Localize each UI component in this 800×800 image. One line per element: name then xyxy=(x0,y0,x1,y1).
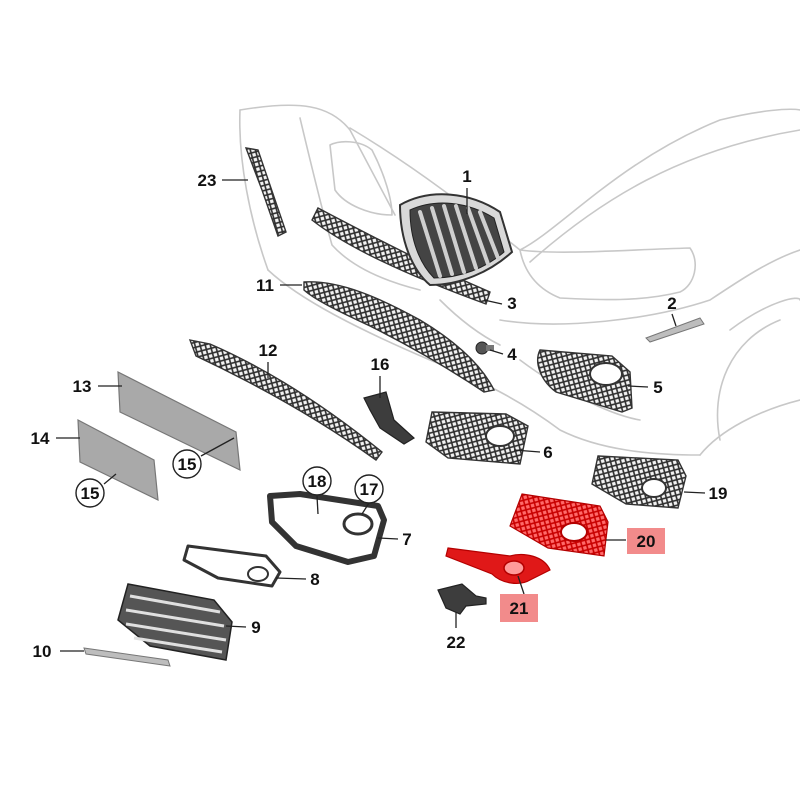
callout-16: 16 xyxy=(371,355,390,374)
part-14-plate-holder xyxy=(77,418,159,502)
callout-2: 2 xyxy=(667,294,676,313)
callout-labels: 1 2 3 4 5 6 7 8 9 10 11 12 13 14 15 15 1… xyxy=(31,167,728,661)
callout-17: 17 xyxy=(360,480,379,499)
part-1-kidney-grille xyxy=(398,193,514,287)
callout-7: 7 xyxy=(402,530,411,549)
part-22-cap xyxy=(437,583,487,615)
callout-22: 22 xyxy=(447,633,466,652)
part-23-side-grille xyxy=(244,147,287,237)
leader-lines xyxy=(56,179,706,652)
callout-3: 3 xyxy=(507,294,516,313)
part-21-red-trim xyxy=(445,547,551,584)
part-13-plate-holder xyxy=(117,370,241,472)
callout-14: 14 xyxy=(31,429,50,448)
callout-21: 21 xyxy=(510,599,529,618)
car-outline xyxy=(238,104,800,456)
callout-1: 1 xyxy=(462,167,471,186)
highlight-box-21 xyxy=(500,594,538,622)
part-4-clip xyxy=(475,341,494,355)
callout-15a: 15 xyxy=(178,455,197,474)
callout-4: 4 xyxy=(507,345,517,364)
callout-9: 9 xyxy=(251,618,260,637)
callout-8: 8 xyxy=(310,570,319,589)
callout-13: 13 xyxy=(73,377,92,396)
part-16-bracket xyxy=(363,391,416,445)
part-5-fog-grille xyxy=(537,349,633,413)
callout-15b: 15 xyxy=(81,484,100,503)
callout-23: 23 xyxy=(198,171,217,190)
circled-markers xyxy=(75,449,384,508)
part-20-red-grille xyxy=(509,493,609,557)
part-8-frame xyxy=(182,544,282,588)
callout-11: 11 xyxy=(256,276,274,295)
part-12-mesh-blade xyxy=(188,339,383,461)
part-7-frame xyxy=(267,491,387,565)
callout-5: 5 xyxy=(653,378,662,397)
part-19-fog-grille xyxy=(591,455,687,509)
highlight-box-20 xyxy=(627,528,665,554)
callout-12: 12 xyxy=(259,341,278,360)
part-10-trim-strip xyxy=(83,647,171,667)
callout-20: 20 xyxy=(637,532,656,551)
callout-10: 10 xyxy=(33,642,52,661)
part-2-trim-strip xyxy=(645,317,705,343)
callout-6: 6 xyxy=(543,443,552,462)
part-9-grille xyxy=(117,583,233,661)
part-11-lower-mesh xyxy=(303,281,496,393)
callout-18: 18 xyxy=(308,472,327,491)
part-6-fog-grille xyxy=(425,411,529,465)
callout-19: 19 xyxy=(709,484,728,503)
